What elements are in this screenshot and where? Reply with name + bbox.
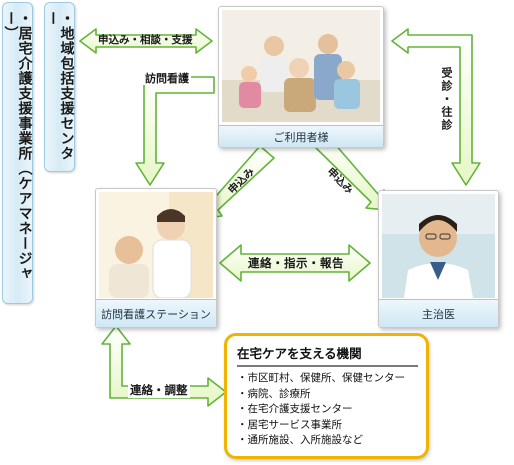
nursing-station-card: 訪問看護ステーション [95,188,217,328]
station-caption: 訪問看護ステーション [96,299,216,327]
visit-nursing-label: 訪問看護 [143,72,191,85]
doctor-illustration [382,194,495,298]
institution-list: ・市区町村、保健所、保健センター ・病院、診療所 ・在宅介護支援センター ・居宅… [237,371,418,449]
list-item: ・居宅サービス事業所 [237,418,342,431]
application-arrow-label: 申込み・相談・支援 [98,34,193,46]
list-item: ・通所施設、入所施設など [237,434,363,446]
care-manager-office-label: ・居宅介護支援事業所（ケアマネージャー） [2,11,33,281]
regional-support-center-label: ・地域包括支援センター [44,11,75,161]
visit-nursing-arrow [135,76,215,186]
consult-label: 受診・往診 [440,64,453,135]
application-arrow [79,28,213,54]
care-manager-office-box: ・居宅介護支援事業所（ケアマネージャー） [2,2,33,304]
list-item: ・在宅介護支援センター [237,403,353,415]
info-box-title: 在宅ケアを支える機関 [237,343,418,367]
list-item: ・市区町村、保健所、保健センター [237,372,405,384]
user-card: ご利用者様 [218,6,384,148]
family-photo [222,10,380,122]
regional-support-center-box: ・地域包括支援センター [44,2,75,172]
doctor-caption: 主治医 [379,299,498,327]
coordinate-label: 連絡・調整 [128,383,190,398]
user-caption: ご利用者様 [219,125,383,147]
nursing-photo [99,192,213,298]
nurse-illustration [99,192,213,298]
family-illustration [222,10,380,122]
doctor-photo [382,194,495,298]
list-item: ・病院、診療所 [237,387,311,400]
doctor-card: 主治医 [378,190,499,328]
consult-arrow [391,28,481,186]
home-care-institutions-box: 在宅ケアを支える機関 ・市区町村、保健所、保健センター ・病院、診療所 ・在宅介… [224,333,429,459]
liaison-arrow [219,244,371,282]
liaison-label: 連絡・指示・報告 [248,256,344,270]
